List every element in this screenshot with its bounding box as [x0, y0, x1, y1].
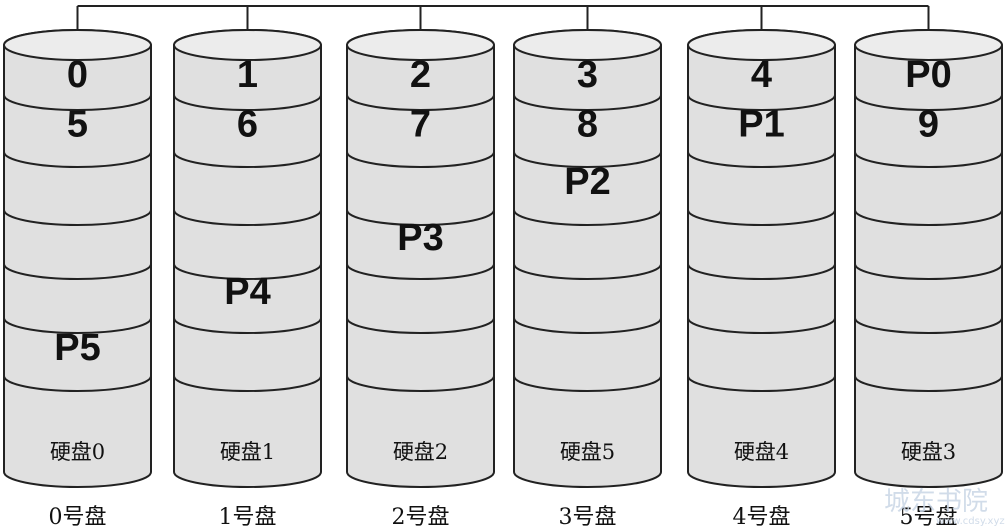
stripe-separator [854, 94, 1003, 111]
disk-0: 0 5P5 硬盘0 0号盘 [3, 29, 152, 530]
stripe-separator [173, 317, 322, 334]
stripe-separator [687, 263, 836, 280]
disk-3: 3 8P2 硬盘5 3号盘 [513, 29, 662, 530]
stripe-separator [346, 94, 495, 111]
block-label: 8 [577, 104, 598, 146]
stripe-separator [173, 209, 322, 226]
stripe-separator [513, 375, 662, 392]
stripe-separator [346, 151, 495, 168]
block-label: 4 [751, 54, 772, 96]
stripe-separator [3, 375, 152, 392]
stripe-separator [854, 209, 1003, 226]
disk-2: 2 7P3 硬盘2 2号盘 [346, 29, 495, 530]
block-label: P4 [224, 271, 270, 313]
disk-body [513, 29, 662, 488]
stripe-separator [687, 375, 836, 392]
disk-top [513, 29, 662, 61]
disk-body [173, 29, 322, 488]
disk-label: 硬盘4 [734, 440, 789, 464]
watermark-url: www.cdsy.xyz [936, 516, 1005, 527]
disk-top [173, 29, 322, 61]
disk-label: 硬盘0 [50, 440, 105, 464]
block-label: 0 [67, 54, 88, 96]
disk-4: 4P1 硬盘4 4号盘 [687, 29, 836, 530]
stripe-separator [173, 263, 322, 280]
stripe-separator [346, 317, 495, 334]
stripe-separator [687, 209, 836, 226]
stripe-separator [173, 375, 322, 392]
stripe-separator [513, 94, 662, 111]
stripe-separator [854, 151, 1003, 168]
watermark-text: 城东书院 [884, 487, 988, 517]
stripe-separator [346, 263, 495, 280]
stripe-separator [173, 94, 322, 111]
stripe-separator [3, 151, 152, 168]
stripe-separator [3, 317, 152, 334]
stripe-separator [173, 151, 322, 168]
block-label: 9 [918, 104, 939, 146]
block-label: 1 [237, 54, 258, 96]
controller-bus [76, 5, 930, 32]
stripe-separator [854, 317, 1003, 334]
stripe-separator [687, 317, 836, 334]
stripe-separator [513, 317, 662, 334]
stripe-separator [513, 151, 662, 168]
disk-body [854, 29, 1003, 488]
stripe-separator [3, 209, 152, 226]
block-label: 3 [577, 54, 598, 96]
disk-1: 1 6P4 硬盘1 1号盘 [173, 29, 322, 530]
block-label: P5 [54, 327, 100, 369]
stripe-separator [346, 209, 495, 226]
stripe-separator [854, 263, 1003, 280]
block-label: P1 [738, 104, 784, 146]
block-label: 5 [67, 104, 88, 146]
disk-array: 0 5P5 硬盘0 0号盘 1 6P4 硬盘1 1号盘 2 7P3 硬盘2 2号盘 3 8P2 硬盘5 3号盘… [3, 29, 1003, 530]
disk-5: P0 9 硬盘3 5号盘 [854, 29, 1003, 530]
disk-label: 硬盘3 [901, 440, 956, 464]
disk-top [3, 29, 152, 61]
block-label: 6 [237, 104, 258, 146]
disk-top [854, 29, 1003, 61]
disk-label: 硬盘2 [393, 440, 448, 464]
slot-label: 1号盘 [219, 505, 277, 530]
block-label: P2 [564, 161, 610, 203]
disk-top [687, 29, 836, 61]
block-label: P3 [397, 217, 443, 259]
stripe-separator [513, 263, 662, 280]
stripe-separator [3, 94, 152, 111]
disk-label: 硬盘5 [560, 440, 615, 464]
disk-top [346, 29, 495, 61]
stripe-separator [687, 151, 836, 168]
slot-label: 4号盘 [733, 505, 791, 530]
stripe-separator [3, 263, 152, 280]
block-label: 7 [410, 104, 431, 146]
stripe-separator [346, 375, 495, 392]
block-label: 2 [410, 54, 431, 96]
stripe-separator [687, 94, 836, 111]
block-label: P0 [905, 54, 951, 96]
disk-label: 硬盘1 [220, 440, 275, 464]
stripe-separator [513, 209, 662, 226]
disk-body [3, 29, 152, 488]
slot-label: 2号盘 [392, 505, 450, 530]
slot-label: 3号盘 [559, 505, 617, 530]
disk-body [687, 29, 836, 488]
slot-label: 5号盘 [900, 505, 958, 530]
slot-label: 0号盘 [49, 505, 107, 530]
stripe-separator [854, 375, 1003, 392]
